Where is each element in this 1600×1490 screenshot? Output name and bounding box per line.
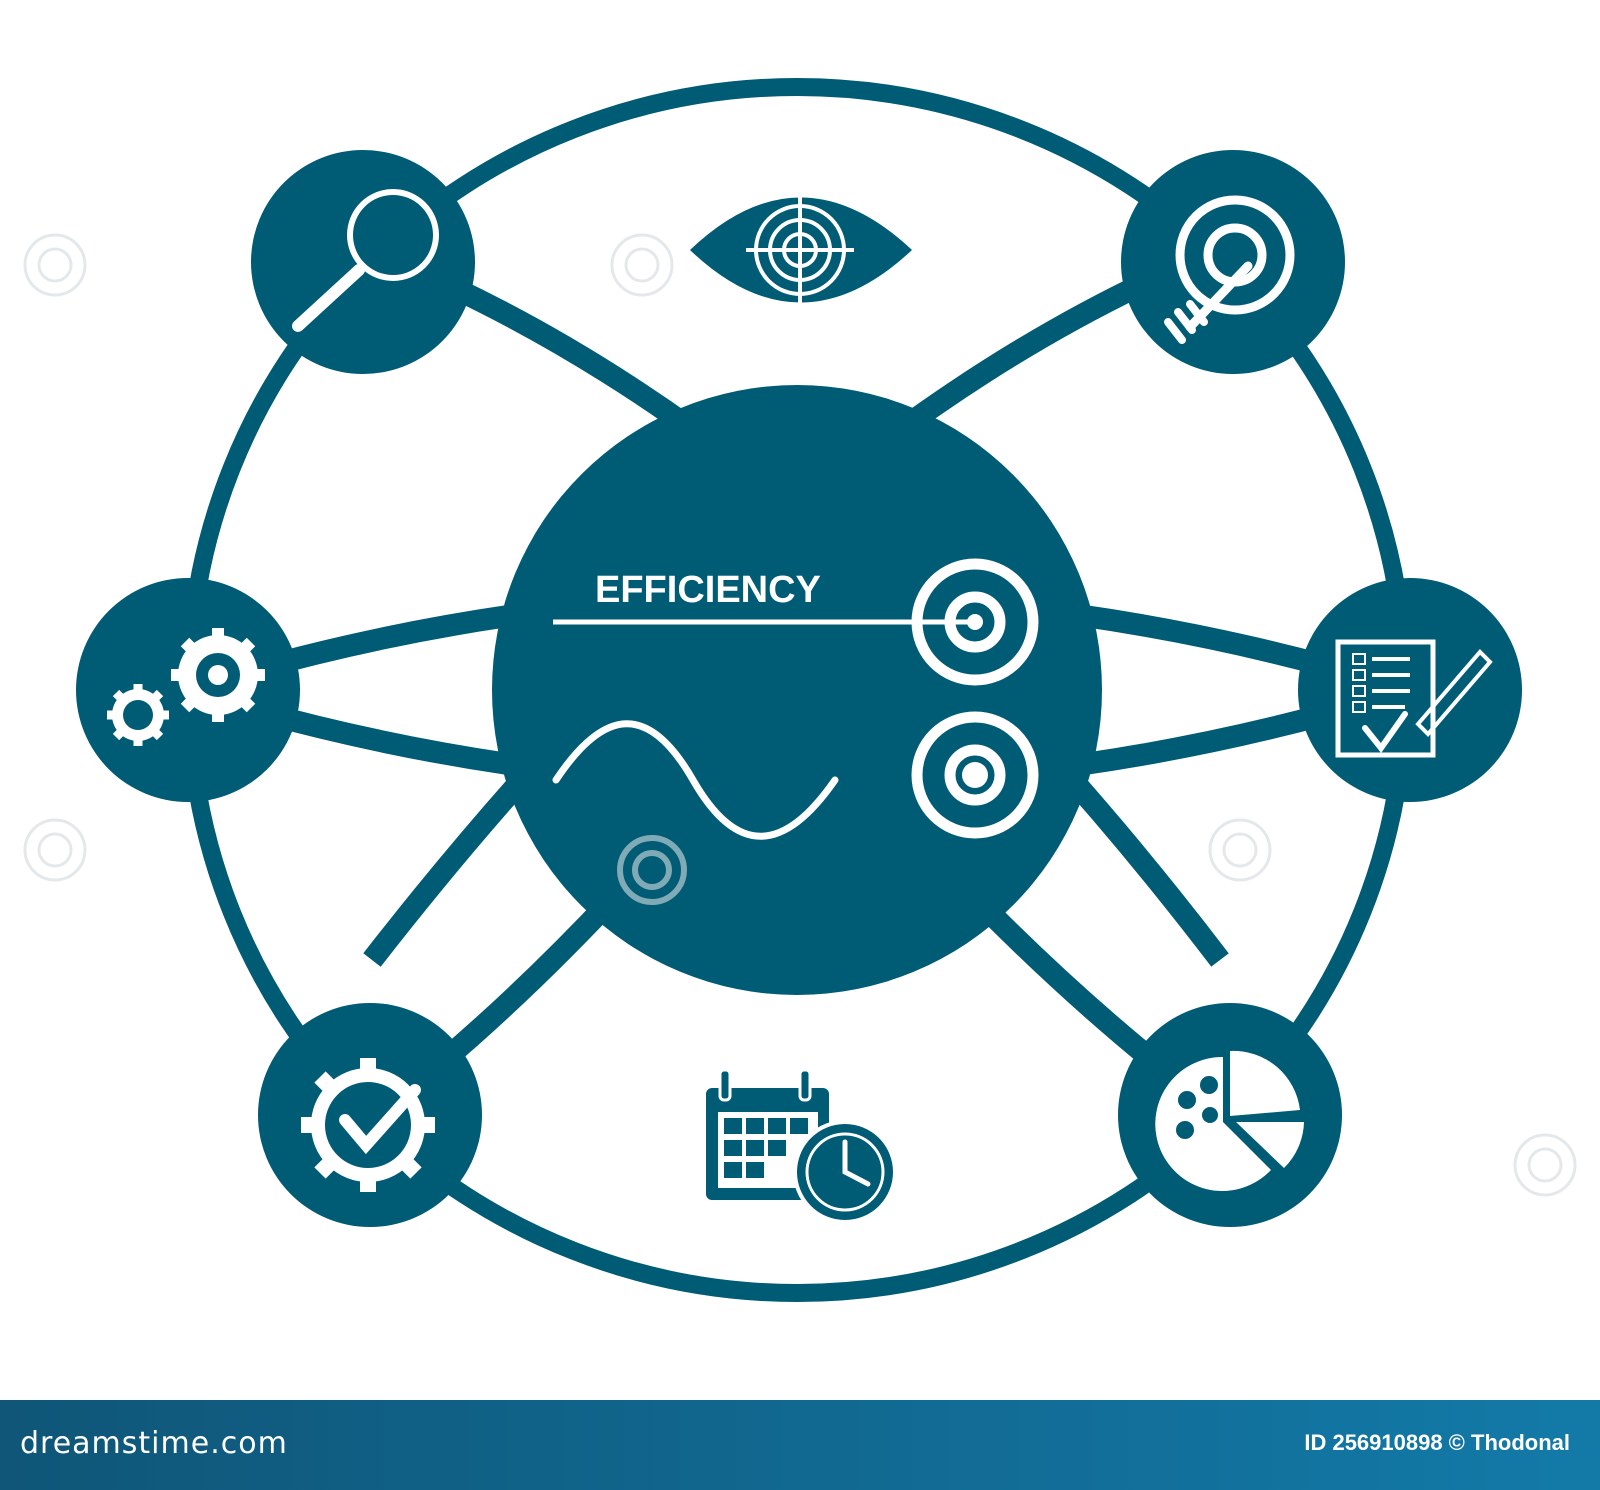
calendar-clock-icon — [706, 1068, 897, 1224]
node-eye-target — [690, 196, 912, 304]
center-label: EFFICIENCY — [595, 569, 821, 611]
gear-check-icon — [301, 1058, 435, 1192]
efficiency-diagram: EFFICIENCY — [23, 78, 1577, 1302]
node-checklist — [1298, 578, 1522, 802]
node-target-arrow — [1121, 150, 1345, 374]
center-hub: EFFICIENCY — [492, 385, 1102, 995]
magnifier-icon — [292, 189, 439, 332]
node-gear-check — [258, 1003, 482, 1227]
footer-bar: dreamstime.com ID 256910898 © Thodonal — [0, 1400, 1600, 1490]
node-magnifier — [251, 150, 475, 374]
target-top-icon — [911, 558, 1039, 686]
gears-icon — [107, 628, 265, 746]
footer-credit: ID 256910898 © Thodonal — [1304, 1430, 1570, 1455]
target-bottom-icon — [911, 711, 1039, 839]
node-gears — [76, 578, 300, 802]
footer-brand[interactable]: dreamstime.com — [20, 1426, 288, 1461]
pie-chart-icon — [1155, 1050, 1304, 1191]
node-calendar-clock — [706, 1068, 897, 1224]
target-arrow-icon — [1164, 195, 1295, 344]
wave-icon — [552, 720, 839, 840]
node-pie-chart — [1118, 1003, 1342, 1227]
spiral-watermark — [617, 835, 687, 905]
checklist-icon — [1335, 639, 1493, 758]
